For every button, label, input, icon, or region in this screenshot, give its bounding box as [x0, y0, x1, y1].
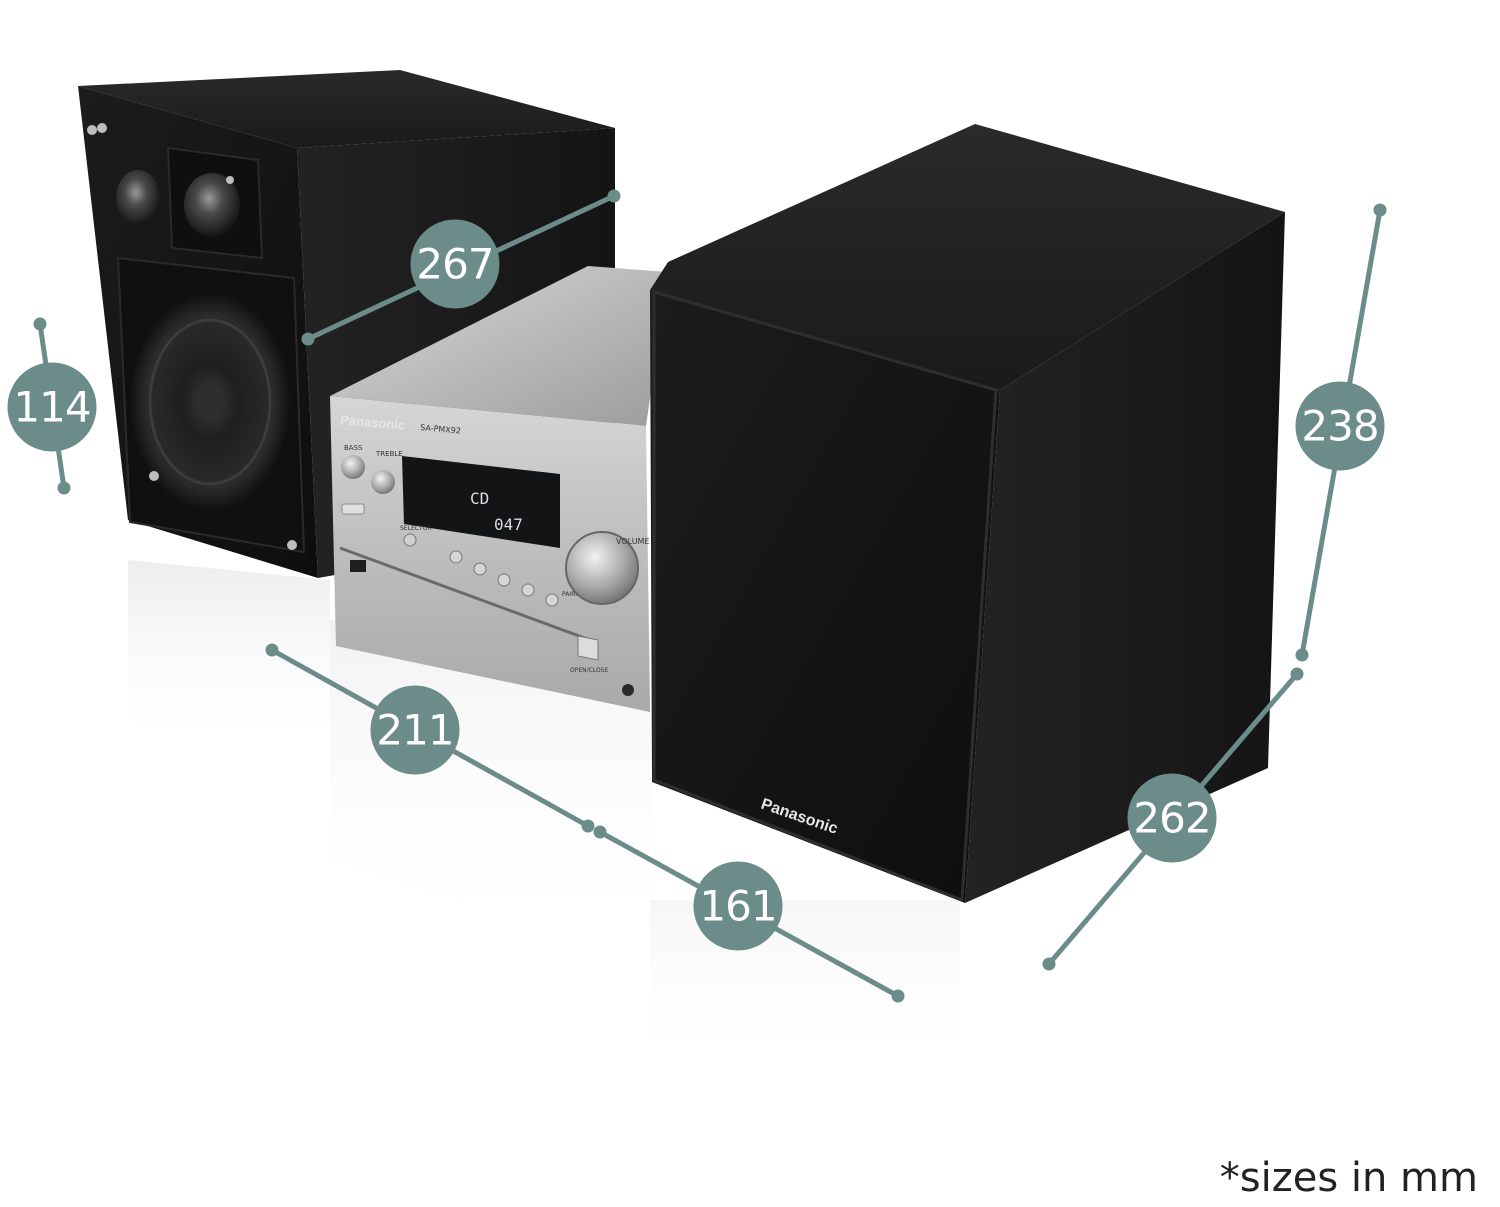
dimension-endpoint: [1290, 667, 1304, 681]
unit-brand-logo: Panasonic: [340, 412, 406, 433]
unit-model-label: SA-PMX92: [420, 423, 461, 436]
right-speaker-top: [650, 124, 1285, 390]
pairing-label: PAIRING: [562, 591, 587, 598]
dimension-endpoint: [33, 317, 47, 331]
super-tweeter-icon: [116, 170, 160, 226]
skip-forward-button[interactable]: [521, 583, 535, 597]
display-panel: [402, 456, 560, 548]
dimension-endpoint: [301, 332, 315, 346]
dimension-label-114: 114: [13, 383, 90, 432]
dimension-endpoint: [891, 989, 905, 1003]
dimension-endpoint: [57, 481, 71, 495]
stop-button[interactable]: [449, 550, 463, 564]
disc-slot: [339, 546, 591, 642]
screw-icon: [149, 471, 159, 481]
speaker-grille-edge: [652, 290, 998, 903]
dimension-badge-114: [7, 362, 97, 452]
dimension-label-267: 267: [416, 240, 493, 289]
right-speaker-side: [965, 212, 1285, 903]
display-line-2: 047: [494, 515, 523, 534]
dimension-badge-211: [370, 685, 460, 775]
left-speaker-top: [78, 70, 615, 148]
screw-icon: [287, 540, 297, 550]
center-unit-top: [330, 266, 668, 426]
dimension-badge-262: [1127, 773, 1217, 863]
units-footnote: *sizes in mm: [1219, 1155, 1478, 1201]
usb-port: [350, 560, 366, 572]
right-speaker: Panasonic: [650, 124, 1285, 903]
dimension-badge-238: [1295, 381, 1385, 471]
dimension-labels: 267 114 238 211 161 262: [13, 240, 1379, 931]
screw-icon: [87, 125, 97, 135]
dimension-endpoint: [593, 825, 607, 839]
dimension-endpoint: [1295, 648, 1309, 662]
right-speaker-front: [650, 290, 1000, 903]
center-unit: Panasonic SA-PMX92 BASS TREBLE CD 047 SE…: [330, 266, 668, 712]
dimension-label-262: 262: [1133, 794, 1210, 843]
dimension-endpoint: [1042, 957, 1056, 971]
dimension-endpoint: [581, 819, 595, 833]
screw-icon: [97, 123, 107, 133]
bass-label: BASS: [344, 444, 363, 452]
tweeter-dome-icon: [184, 173, 240, 237]
bass-knob[interactable]: [341, 455, 365, 479]
headphone-jack-icon: [622, 684, 634, 696]
selector-label: SELECTOR: [400, 525, 431, 532]
bluetooth-button[interactable]: [545, 593, 559, 607]
selector-button[interactable]: [403, 533, 417, 547]
power-button[interactable]: [341, 503, 365, 515]
volume-label: VOLUME: [616, 537, 650, 546]
play-pause-button[interactable]: [473, 562, 487, 576]
skip-back-button[interactable]: [497, 573, 511, 587]
open-close-button[interactable]: [577, 635, 599, 661]
dimension-label-211: 211: [376, 706, 453, 755]
volume-knob[interactable]: [565, 531, 639, 605]
dimension-badge-161: [693, 861, 783, 951]
treble-label: TREBLE: [375, 450, 403, 458]
treble-knob[interactable]: [371, 470, 395, 494]
dimension-badge-267: [410, 219, 500, 309]
dimension-endpoint: [607, 189, 621, 203]
dimension-endpoint: [1373, 203, 1387, 217]
dimension-label-161: 161: [699, 882, 776, 931]
dimension-label-238: 238: [1301, 402, 1378, 451]
dimension-markers: [7, 189, 1387, 1003]
display-line-1: CD: [470, 489, 489, 508]
open-close-label: OPEN/CLOSE: [570, 667, 608, 674]
dimension-endpoint: [265, 643, 279, 657]
screw-icon: [226, 176, 234, 184]
